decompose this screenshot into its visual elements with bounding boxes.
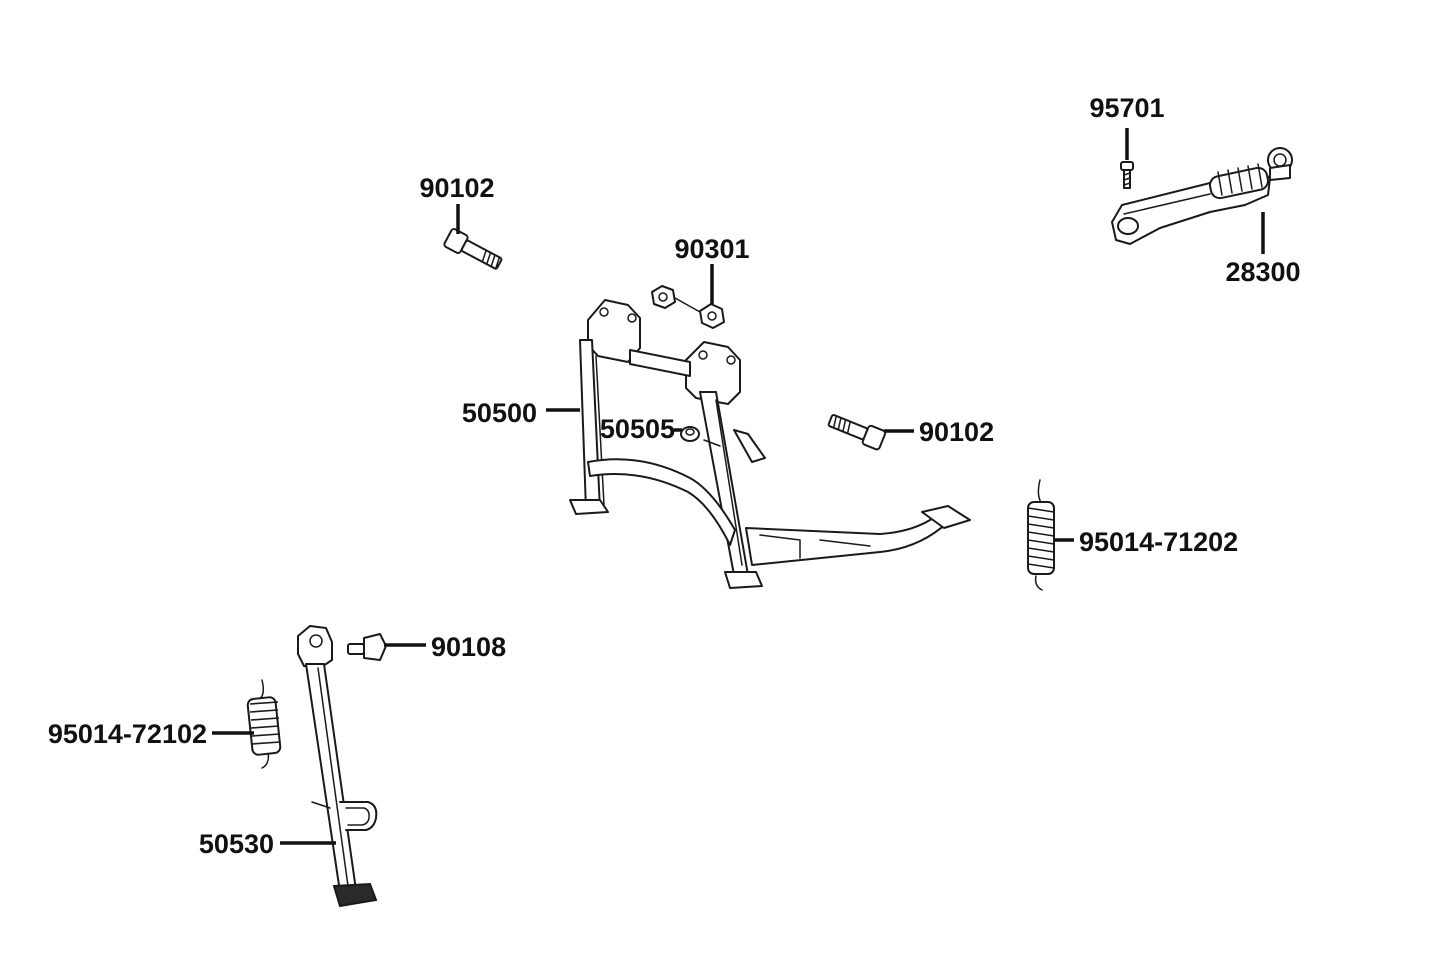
bolt-90102-right bbox=[827, 414, 887, 451]
label-28300: 28300 bbox=[1225, 257, 1300, 287]
label-90108: 90108 bbox=[431, 632, 506, 662]
label-50530: 50530 bbox=[199, 829, 274, 859]
label-95701: 95701 bbox=[1089, 93, 1164, 123]
main-stand bbox=[569, 299, 971, 589]
label-90102-top: 90102 bbox=[419, 173, 494, 203]
label-90102-right: 90102 bbox=[919, 417, 994, 447]
spring-95014-71202 bbox=[1027, 479, 1055, 591]
bolt-90108 bbox=[347, 633, 387, 661]
label-95014-71202: 95014-71202 bbox=[1079, 527, 1238, 557]
label-95014-72102: 95014-72102 bbox=[48, 719, 207, 749]
kick-starter-lever bbox=[1111, 147, 1293, 245]
label-50505: 50505 bbox=[600, 414, 675, 444]
collar-50505 bbox=[680, 426, 721, 447]
nut-90301-b bbox=[699, 303, 725, 329]
bolt-95701 bbox=[1120, 161, 1134, 189]
bolt-90102-top bbox=[443, 228, 503, 270]
side-stand bbox=[297, 625, 378, 908]
label-50500: 50500 bbox=[462, 398, 537, 428]
kick-pedal-grip bbox=[1209, 163, 1269, 200]
leader-lines bbox=[212, 128, 1265, 845]
spring-95014-72102 bbox=[246, 679, 282, 769]
nut-90301-a bbox=[651, 285, 676, 309]
label-90301: 90301 bbox=[674, 234, 749, 264]
callout-labels: 95701 28300 90102 90301 50500 50505 9010… bbox=[48, 93, 1301, 859]
